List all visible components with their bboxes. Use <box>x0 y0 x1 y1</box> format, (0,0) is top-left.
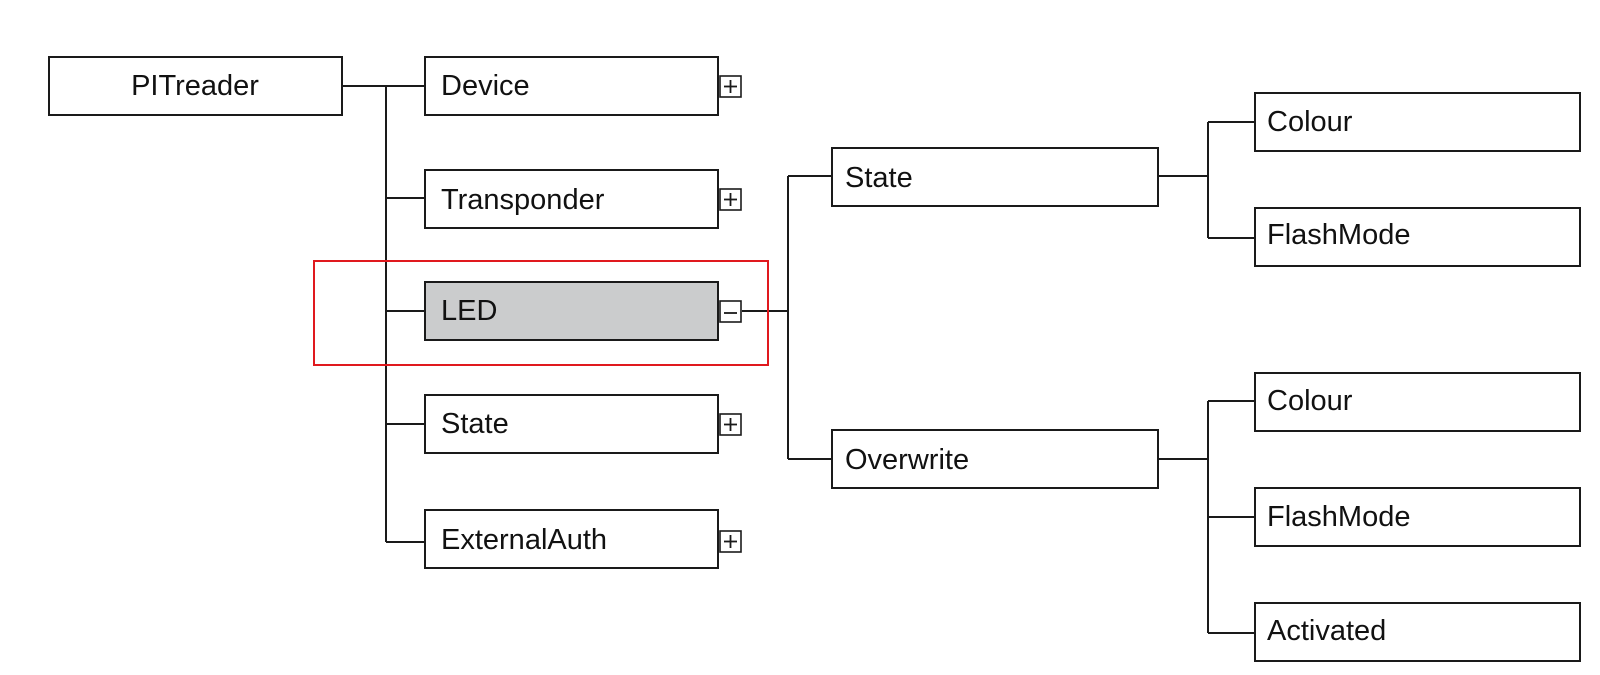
node-state[interactable]: State <box>424 394 719 454</box>
node-led-state-box <box>831 147 1159 207</box>
node-transponder-label: Transponder <box>441 184 605 216</box>
selection-highlight-frame <box>313 260 769 366</box>
node-overwrite-flashmode-box <box>1254 487 1581 547</box>
node-transponder[interactable]: Transponder <box>424 169 719 229</box>
node-transponder-box <box>424 169 719 229</box>
node-overwrite-flashmode-label: FlashMode <box>1267 501 1410 533</box>
node-overwrite[interactable]: Overwrite <box>831 429 1159 489</box>
node-state-colour-box <box>1254 92 1581 152</box>
node-state-flashmode[interactable]: FlashMode <box>1254 207 1581 267</box>
collapse-toggle-led[interactable] <box>719 300 742 323</box>
node-pitreader-box <box>48 56 343 116</box>
connectors <box>342 85 1255 634</box>
node-overwrite-flashmode[interactable]: FlashMode <box>1254 487 1581 547</box>
node-state-box <box>424 394 719 454</box>
node-overwrite-label: Overwrite <box>845 444 969 476</box>
node-overwrite-colour[interactable]: Colour <box>1254 372 1581 432</box>
node-externalauth-box <box>424 509 719 569</box>
expand-toggle-externalauth[interactable] <box>719 530 742 553</box>
node-pitreader-label: PITreader <box>131 70 259 102</box>
node-state-label: State <box>441 408 509 440</box>
node-state-flashmode-box <box>1254 207 1581 267</box>
node-overwrite-activated-label: Activated <box>1267 615 1386 647</box>
node-overwrite-colour-box <box>1254 372 1581 432</box>
node-device-box <box>424 56 719 116</box>
node-led-state[interactable]: State <box>831 147 1159 207</box>
node-state-colour[interactable]: Colour <box>1254 92 1581 152</box>
minus-icon <box>719 300 742 323</box>
node-led[interactable]: LED <box>424 281 719 341</box>
node-overwrite-activated[interactable]: Activated <box>1254 602 1581 662</box>
node-led-box <box>424 281 719 341</box>
node-device-label: Device <box>441 70 530 102</box>
node-externalauth[interactable]: ExternalAuth <box>424 509 719 569</box>
node-overwrite-colour-label: Colour <box>1267 385 1353 417</box>
expand-toggle-transponder[interactable] <box>719 188 742 211</box>
expand-toggle-state[interactable] <box>719 413 742 436</box>
expand-toggle-device[interactable] <box>719 75 742 98</box>
node-externalauth-label: ExternalAuth <box>441 524 607 556</box>
node-overwrite-activated-box <box>1254 602 1581 662</box>
node-state-colour-label: Colour <box>1267 106 1353 138</box>
node-pitreader[interactable]: PITreader <box>48 56 343 116</box>
node-state-flashmode-label: FlashMode <box>1267 219 1410 251</box>
node-led-label: LED <box>441 295 497 327</box>
node-overwrite-box <box>831 429 1159 489</box>
node-led-state-label: State <box>845 162 913 194</box>
node-device[interactable]: Device <box>424 56 719 116</box>
